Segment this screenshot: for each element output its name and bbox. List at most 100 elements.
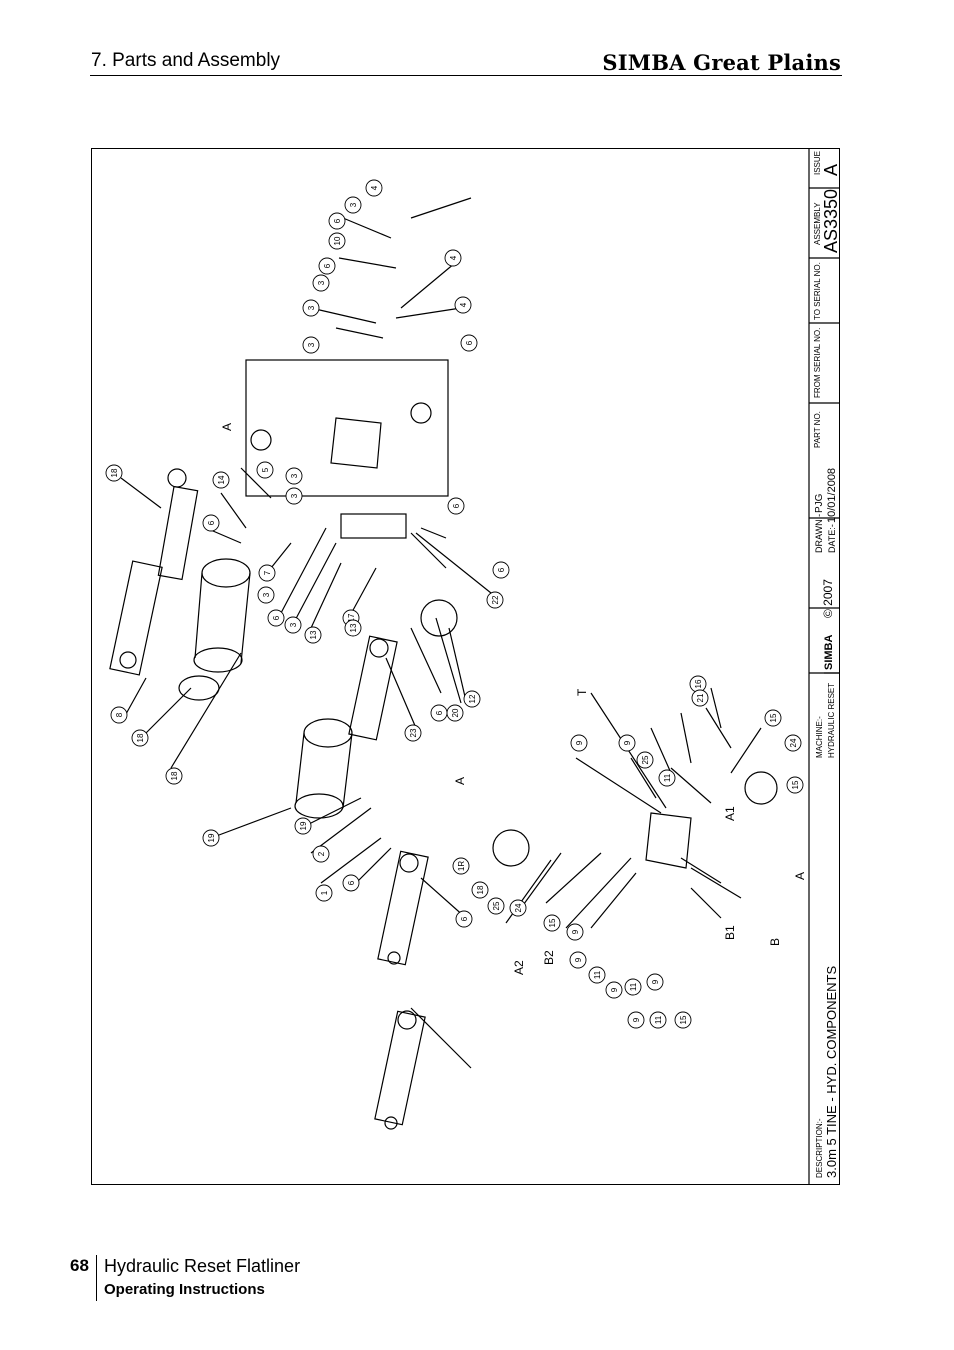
balloon-number: 11 (654, 1015, 663, 1024)
balloon-number: 11 (629, 982, 638, 991)
balloon-number: 25 (641, 755, 650, 764)
balloon-number: 1R (457, 861, 466, 871)
cylinder-icon (109, 468, 199, 676)
balloon-number: 3 (307, 342, 316, 347)
footer-rule (96, 1255, 97, 1301)
balloon-callout: 18 (105, 464, 123, 482)
balloon-callout: 11 (588, 966, 606, 984)
balloon-number: 9 (623, 740, 632, 745)
balloon-callout: 15 (764, 709, 782, 727)
pressure-gauge-icon (744, 771, 778, 805)
balloon-number: 8 (115, 712, 124, 717)
simba-logo: SIMBA (823, 635, 835, 671)
view-label: A (793, 872, 807, 880)
balloon-callout: 3 (257, 586, 275, 604)
copyright: © 2007 (821, 579, 835, 618)
balloon-callout: 19 (294, 817, 312, 835)
balloon-callout: 3 (302, 336, 320, 354)
balloon-callout: 6 (202, 514, 220, 532)
balloon-callout: 2 (312, 845, 330, 863)
balloon-callout: 25 (636, 751, 654, 769)
balloon-number: 7 (263, 570, 272, 575)
to-serial-label: TO SERIAL NO. (813, 262, 822, 320)
balloon-number: 6 (452, 503, 461, 508)
balloon-callout: 6 (342, 874, 360, 892)
from-serial-label: FROM SERIAL NO. (813, 328, 822, 398)
balloon-callout: 20 (446, 704, 464, 722)
title-block-strip (808, 148, 840, 1185)
parts-drawing: DESCRIPTION:- 3.0m 5 TINE - HYD. COMPONE… (105, 148, 840, 1185)
balloon-callout: 14 (212, 471, 230, 489)
balloon-number: 21 (696, 693, 705, 702)
balloon-callout: 4 (454, 296, 472, 314)
balloon-number: 24 (789, 738, 798, 747)
balloon-callout: 3 (344, 196, 362, 214)
balloon-callout: 3 (285, 487, 303, 505)
balloon-number: 6 (347, 880, 356, 885)
filter-icon (178, 558, 251, 701)
issue-value: A (821, 164, 840, 176)
cylinder-icon (377, 850, 429, 966)
cylinder-icon (348, 635, 398, 741)
balloon-callout: 6 (318, 257, 336, 275)
balloon-callout: 13 (304, 626, 322, 644)
balloon-number: 13 (309, 630, 318, 639)
balloon-number: 10 (333, 236, 342, 245)
accumulator-icon (420, 599, 458, 637)
balloon-number: 3 (317, 280, 326, 285)
section-title: 7. Parts and Assembly (91, 50, 281, 71)
balloon-number: 18 (170, 771, 179, 780)
balloon-number: 6 (207, 520, 216, 525)
date-value: 10/01/2008 (826, 468, 838, 523)
balloon-callout: 9 (566, 923, 584, 941)
brand-logo: SIMBA Great Plains (602, 50, 841, 75)
balloon-number: 11 (663, 773, 672, 782)
pressure-gauge-icon (250, 429, 272, 451)
balloon-number: 4 (459, 302, 468, 307)
view-label: A (220, 423, 234, 431)
balloon-callout: 11 (658, 769, 676, 787)
machine-value: HYDRAULIC RESET (827, 683, 836, 758)
balloon-callout: 15 (543, 914, 561, 932)
view-label: A (453, 777, 467, 785)
balloon-number: 14 (217, 475, 226, 484)
view-label: B2 (542, 950, 556, 965)
assembly-value: AS3350 (821, 189, 840, 253)
balloon-callout: 6 (492, 561, 510, 579)
balloon-callout: 9 (605, 981, 623, 999)
cylinder-icon (374, 1010, 426, 1130)
balloon-callout: 10 (328, 232, 346, 250)
balloon-callout: 18 (471, 881, 489, 899)
balloon-callout: 9 (570, 734, 588, 752)
view-label: B1 (723, 925, 737, 940)
balloon-number: 12 (468, 694, 477, 703)
pressure-gauge-icon (492, 829, 530, 867)
balloon-number: 15 (679, 1015, 688, 1024)
balloon-callout: 23 (404, 724, 422, 742)
balloon-number: 1 (320, 890, 329, 895)
balloon-callout: 7 (258, 564, 276, 582)
balloon-callout: 18 (165, 767, 183, 785)
balloon-callout: 3 (312, 274, 330, 292)
balloon-callout: 15 (786, 776, 804, 794)
part-no-label: PART NO. (813, 411, 822, 448)
balloon-callout: 1 (315, 884, 333, 902)
balloon-callout: 16 (689, 675, 707, 693)
balloon-number: 19 (207, 833, 216, 842)
drawn-value: PJG (814, 493, 825, 513)
balloon-number: 9 (574, 957, 583, 962)
balloon-callout: 24 (784, 734, 802, 752)
page-number: 68 (70, 1256, 89, 1275)
balloon-number: 3 (349, 202, 358, 207)
pressure-gauge-icon (410, 402, 432, 424)
balloon-number: 19 (299, 821, 308, 830)
balloon-number: 3 (290, 473, 299, 478)
balloon-callout: 15 (674, 1011, 692, 1029)
machine-label: MACHINE:- (815, 716, 824, 758)
balloon-number: 17 (347, 613, 356, 622)
balloon-number: 6 (497, 567, 506, 572)
balloon-callout: 8 (110, 706, 128, 724)
balloon-number: 4 (370, 185, 379, 190)
description-value: 3.0m 5 TINE - HYD. COMPONENTS (824, 966, 839, 1178)
